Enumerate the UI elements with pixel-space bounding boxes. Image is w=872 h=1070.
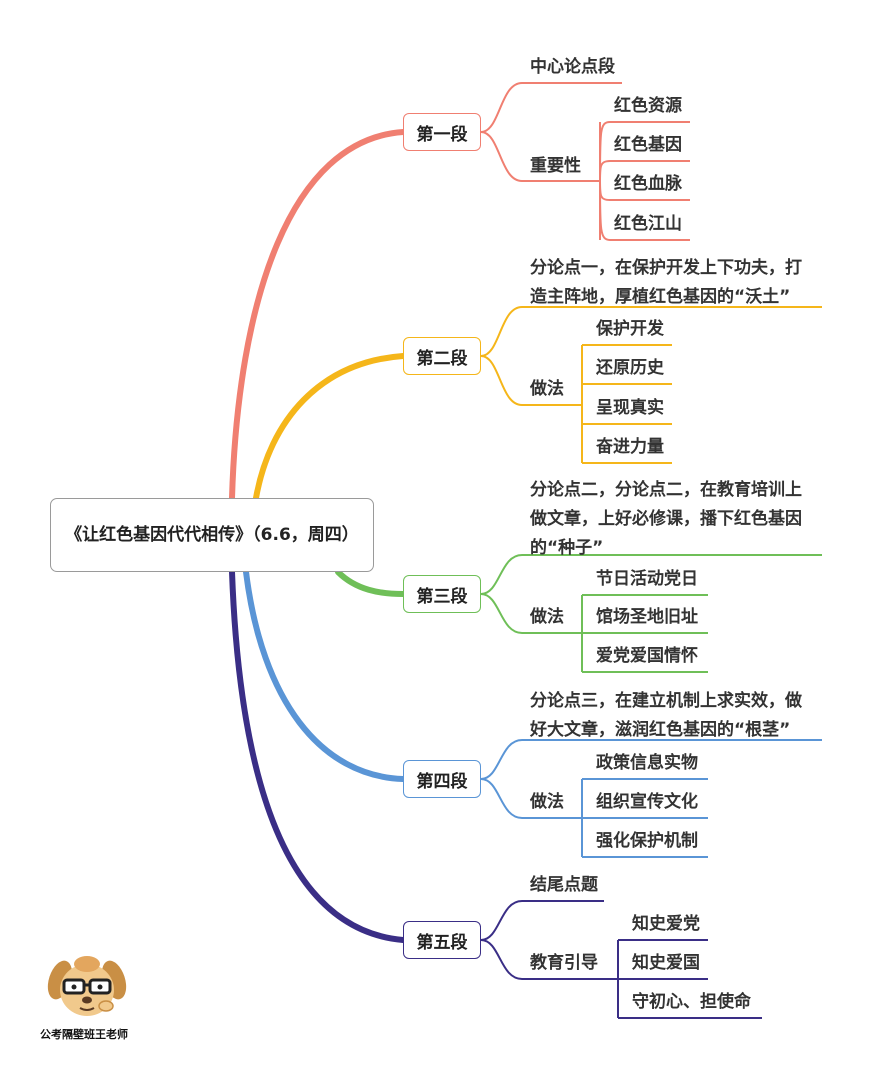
root-topic[interactable]: 《让红色基因代代相传》（6.6，周四） bbox=[50, 498, 374, 572]
section-4-node[interactable]: 第四段 bbox=[403, 760, 481, 798]
section-5-label: 第五段 bbox=[416, 932, 468, 953]
s1-item-4[interactable]: 红色江山 bbox=[614, 214, 682, 234]
section-1-label: 第一段 bbox=[416, 124, 468, 145]
section-2-label: 第二段 bbox=[416, 348, 468, 369]
s2-topic-line-1: 分论点一，在保护开发上下功夫，打 bbox=[530, 258, 802, 278]
s1-item-1[interactable]: 红色资源 bbox=[614, 96, 682, 116]
root-title: 《让红色基因代代相传》（6.6，周四） bbox=[65, 524, 359, 545]
s5-item-3[interactable]: 守初心、担使命 bbox=[632, 992, 751, 1012]
s1-topic[interactable]: 中心论点段 bbox=[530, 57, 615, 77]
s4-item-3[interactable]: 强化保护机制 bbox=[596, 831, 698, 851]
s2-topic-line-2: 造主阵地，厚植红色基因的“沃土” bbox=[530, 287, 791, 307]
s4-item-2[interactable]: 组织宣传文化 bbox=[596, 792, 698, 812]
branch-root-s4 bbox=[243, 569, 406, 782]
s3-item-3[interactable]: 爱党爱国情怀 bbox=[596, 646, 698, 666]
section-3-label: 第三段 bbox=[416, 586, 468, 607]
s5-group-label[interactable]: 教育引导 bbox=[530, 953, 598, 973]
s4-topic[interactable]: 分论点三，在建立机制上求实效，做 好大文章，滋润红色基因的“根茎” bbox=[530, 687, 830, 745]
dog-mascot-logo bbox=[47, 956, 127, 1016]
branch-root-s3 bbox=[335, 569, 406, 597]
branch-root-s5 bbox=[229, 569, 406, 943]
s5-item-1[interactable]: 知史爱党 bbox=[632, 914, 700, 934]
s2-group-label[interactable]: 做法 bbox=[530, 379, 564, 399]
section-3-node[interactable]: 第三段 bbox=[403, 575, 481, 613]
s2-topic[interactable]: 分论点一，在保护开发上下功夫，打 造主阵地，厚植红色基因的“沃土” bbox=[530, 254, 830, 312]
s4-item-1[interactable]: 政策信息实物 bbox=[596, 753, 698, 773]
s5-topic[interactable]: 结尾点题 bbox=[530, 875, 598, 895]
s4-group-label[interactable]: 做法 bbox=[530, 792, 564, 812]
s5-item-2[interactable]: 知史爱国 bbox=[632, 953, 700, 973]
branch-root-s1 bbox=[229, 129, 406, 501]
s3-topic-line-3: 的“种子” bbox=[530, 538, 604, 558]
section-5-node[interactable]: 第五段 bbox=[403, 921, 481, 959]
mascot-caption: 公考隔壁班王老师 bbox=[40, 1028, 128, 1041]
s3-item-1[interactable]: 节日活动党日 bbox=[596, 569, 698, 589]
section-1-node[interactable]: 第一段 bbox=[403, 113, 481, 151]
branch-root-s2 bbox=[253, 353, 406, 501]
s3-topic-line-2: 做文章，上好必修课，播下红色基因 bbox=[530, 509, 802, 529]
s3-topic[interactable]: 分论点二，分论点二，在教育培训上 做文章，上好必修课，播下红色基因 的“种子” bbox=[530, 476, 830, 563]
s1-group-label[interactable]: 重要性 bbox=[530, 156, 581, 176]
section-4-label: 第四段 bbox=[416, 771, 468, 792]
s2-item-2[interactable]: 还原历史 bbox=[596, 358, 664, 378]
s3-item-2[interactable]: 馆场圣地旧址 bbox=[596, 607, 698, 627]
s1-item-3[interactable]: 红色血脉 bbox=[614, 174, 682, 194]
s4-topic-line-1: 分论点三，在建立机制上求实效，做 bbox=[530, 691, 802, 711]
s2-item-1[interactable]: 保护开发 bbox=[596, 319, 664, 339]
s2-item-4[interactable]: 奋进力量 bbox=[596, 437, 664, 457]
s4-topic-line-2: 好大文章，滋润红色基因的“根茎” bbox=[530, 720, 791, 740]
s3-topic-line-1: 分论点二，分论点二，在教育培训上 bbox=[530, 480, 802, 500]
s3-group-label[interactable]: 做法 bbox=[530, 607, 564, 627]
s1-item-2[interactable]: 红色基因 bbox=[614, 135, 682, 155]
section-2-node[interactable]: 第二段 bbox=[403, 337, 481, 375]
s2-item-3[interactable]: 呈现真实 bbox=[596, 398, 664, 418]
